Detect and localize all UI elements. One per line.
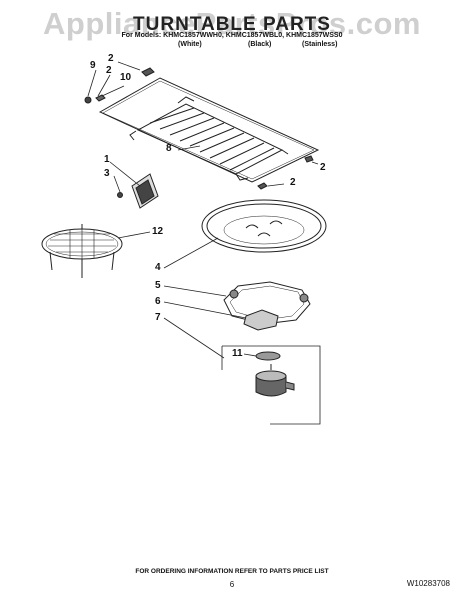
leader-lines	[87, 61, 319, 359]
fastener-screws-drawing	[84, 67, 314, 198]
variant-white: (White)	[178, 41, 202, 48]
coupler-drawing	[243, 309, 279, 331]
callout-5: 5	[155, 280, 161, 291]
callout-12: 12	[152, 226, 164, 237]
wire-rack-drawing	[98, 77, 320, 183]
vent-cover-drawing	[131, 173, 159, 209]
callout-1: 1	[104, 154, 110, 165]
glass-tray-drawing	[201, 199, 327, 253]
callout-7: 7	[155, 312, 161, 323]
callout-10: 10	[120, 72, 132, 83]
variant-black: (Black)	[248, 41, 272, 48]
motor-assembly-drawing	[221, 345, 321, 425]
ordering-note: FOR ORDERING INFORMATION REFER TO PARTS …	[135, 568, 329, 575]
page-title: TURNTABLE PARTS	[133, 14, 331, 35]
document-number: W10283708	[406, 579, 450, 588]
variant-stainless: (Stainless)	[302, 41, 338, 48]
models-line: For Models: KHMC1857WWH0, KHMC1857WBL0, …	[121, 32, 343, 39]
watermark-text: AppliancePartsPros.com	[43, 6, 421, 41]
callout-8: 8	[166, 143, 172, 154]
callout-11: 11	[232, 348, 243, 359]
round-rack-drawing	[41, 224, 123, 278]
callout-4: 4	[155, 262, 161, 273]
callout-2-lower: 2	[290, 177, 296, 188]
callout-6: 6	[155, 296, 161, 307]
page-number: 6	[229, 580, 235, 589]
callout-9: 9	[90, 60, 96, 71]
callout-3: 3	[104, 168, 110, 179]
callout-2-screw: 2	[108, 53, 114, 64]
callout-2-right: 2	[320, 162, 326, 173]
callout-2-washer: 2	[106, 65, 112, 76]
